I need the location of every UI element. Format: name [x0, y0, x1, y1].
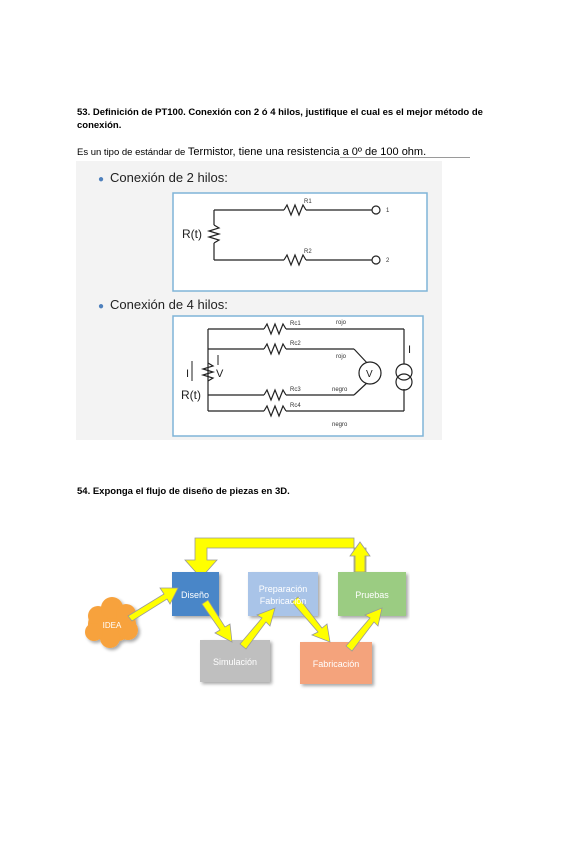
pruebas-label: Pruebas [355, 590, 389, 600]
svg-text:Rc2: Rc2 [290, 341, 301, 347]
bullet-2-hilos: ● Conexión de 2 hilos: [98, 170, 228, 185]
answer-53-part-d: 0º de 100 ohm. [351, 146, 427, 158]
idea-arrow-icon [127, 587, 179, 622]
svg-text:Rc3: Rc3 [290, 387, 301, 393]
idea-label: IDEA [103, 621, 122, 630]
terminal-2-icon [371, 255, 381, 265]
fabricacion-label: Fabricación [313, 659, 360, 669]
four-wire-diagram: I V R(t) Rc1 rojo Rc2 rojo Rc3 negro Rc4… [172, 315, 424, 437]
voltmeter-icon [358, 361, 382, 385]
answer-53-part-a: Es un tipo de estándar de [77, 147, 188, 158]
svg-text:Rc1: Rc1 [290, 321, 301, 327]
prep-fab-arrow-icon [291, 596, 331, 643]
rc3-resistor-icon [263, 388, 287, 402]
svg-text:I: I [186, 368, 189, 380]
bullet-2-hilos-label: Conexión de 2 hilos: [110, 170, 228, 185]
svg-text:R2: R2 [304, 249, 312, 255]
answer-53-part-c: , tiene una resistencia a [232, 146, 352, 158]
question-53-line1: 53. Definición de PT100. Conexión con 2 … [77, 107, 483, 118]
svg-text:V: V [216, 368, 224, 380]
answer-53: Es un tipo de estándar de Termistor, tie… [77, 146, 426, 159]
bullet-dot-icon: ● [98, 174, 105, 185]
rt-4-resistor-icon [200, 362, 216, 382]
r1-resistor-icon [283, 203, 307, 217]
svg-text:rojo: rojo [336, 320, 347, 326]
diseno-label: Diseño [181, 590, 209, 600]
answer-underline [340, 157, 470, 158]
bullet-4-hilos: ● Conexión de 4 hilos: [98, 297, 228, 312]
sim-prep-arrow-icon [239, 607, 276, 650]
svg-text:2: 2 [386, 258, 390, 264]
flow-diagram: Diseño Preparación Fabricación Pruebas S… [85, 537, 406, 684]
svg-text:1: 1 [386, 208, 390, 214]
r2-resistor-icon [283, 253, 307, 267]
bullet-dot-icon: ● [98, 301, 105, 312]
prep-label-2: Fabricación [260, 596, 307, 606]
prep-label-1: Preparación [259, 584, 308, 594]
bullet-4-hilos-label: Conexión de 4 hilos: [110, 297, 228, 312]
pruebas-box [338, 572, 406, 616]
svg-text:Rc4: Rc4 [290, 403, 301, 409]
rc2-resistor-icon [263, 342, 287, 356]
current-source-icon [395, 363, 413, 381]
simulacion-box [200, 640, 270, 682]
two-wire-diagram: R(t) R1 1 R2 2 [172, 192, 428, 292]
svg-text:I: I [408, 344, 411, 356]
svg-text:R(t): R(t) [181, 388, 201, 402]
terminal-1-icon [371, 205, 381, 215]
rc4-resistor-icon [263, 404, 287, 418]
idea-cloud-icon [85, 597, 138, 648]
svg-text:V: V [366, 369, 373, 380]
rc1-resistor-icon [263, 322, 287, 336]
answer-53-part-b: Termistor [187, 146, 233, 158]
simulacion-label: Simulación [213, 657, 257, 667]
rt-resistor-icon [206, 224, 222, 244]
svg-text:R1: R1 [304, 199, 312, 205]
fabricacion-box [300, 642, 372, 684]
rt-label-2: R(t) [182, 227, 202, 241]
question-54: 54. Exponga el flujo de diseño de piezas… [77, 486, 290, 497]
fab-pruebas-arrow-icon [345, 607, 383, 652]
diseno-sim-arrow-icon [201, 599, 233, 643]
svg-text:negro: negro [332, 387, 348, 393]
svg-text:negro: negro [332, 422, 348, 428]
question-53-line2: conexión. [77, 120, 122, 131]
pruebas-up-arrow-icon [349, 541, 371, 573]
svg-text:rojo: rojo [336, 354, 347, 360]
